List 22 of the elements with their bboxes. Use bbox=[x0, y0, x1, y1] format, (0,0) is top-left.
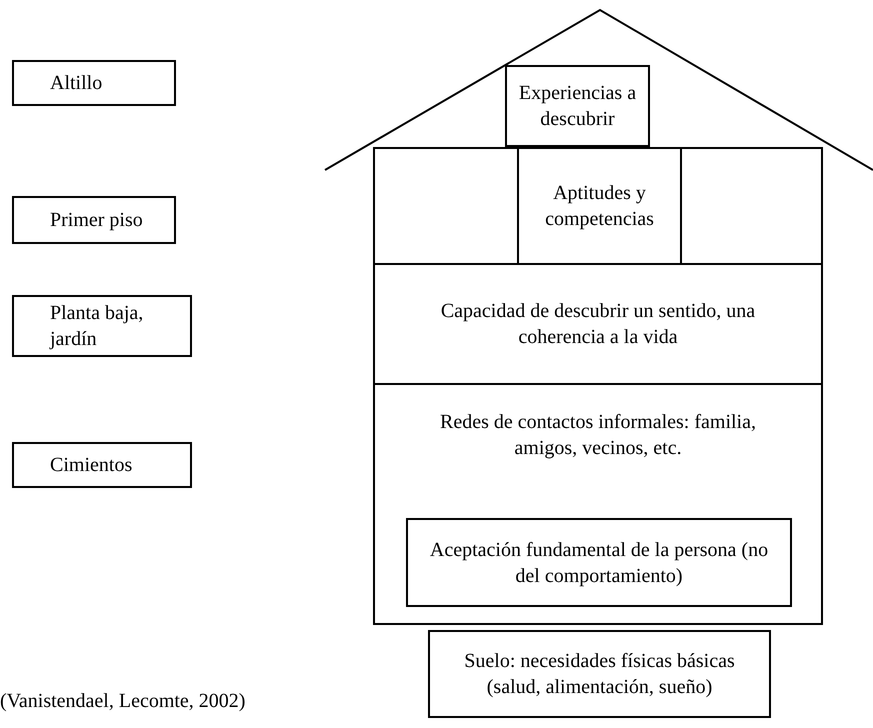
house-section-box bbox=[428, 630, 771, 718]
section-text: Cimientos bbox=[50, 453, 132, 478]
section-text: Primer piso bbox=[50, 208, 143, 233]
floor-label-box bbox=[12, 442, 192, 488]
section-text: Suelo: necesidades físicas básicas (salud, alimentación, sueño) bbox=[463, 649, 736, 700]
floor-label-box bbox=[12, 196, 176, 244]
floor-label-box bbox=[12, 295, 192, 357]
section-text: Experiencias a descubrir bbox=[518, 81, 638, 132]
floor-band-box bbox=[373, 147, 823, 265]
section-text: Aptitudes y competencias bbox=[544, 181, 655, 232]
section-text: Capacidad de descubrir un sentido, una coherencia a la vida bbox=[440, 299, 756, 350]
house-section-box bbox=[406, 518, 792, 607]
citation-text: (Vanistendael, Lecomte, 2002) bbox=[0, 690, 246, 713]
house-section-box bbox=[373, 265, 823, 385]
house-section-box bbox=[373, 385, 823, 625]
house-section-box bbox=[505, 65, 650, 147]
house-section-box bbox=[517, 147, 682, 265]
section-text: Planta baja, jardín bbox=[50, 301, 144, 352]
section-text: Altillo bbox=[50, 71, 102, 96]
section-text: Aceptación fundamental de la persona (no del comportamiento) bbox=[428, 538, 770, 588]
section-text: Redes de contactos informales: familia, amigos, vecinos, etc. bbox=[438, 410, 757, 461]
floor-label-box bbox=[12, 60, 176, 106]
